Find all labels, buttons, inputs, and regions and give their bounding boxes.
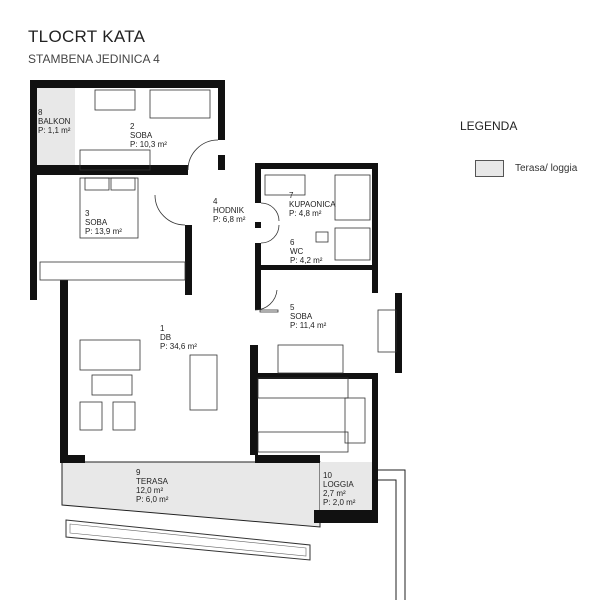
terrace-area	[61, 461, 321, 528]
legend-swatch	[475, 160, 504, 177]
outline	[375, 469, 406, 600]
balcony-area	[37, 88, 75, 166]
plan-title: TLOCRT KATA	[28, 27, 146, 46]
legend-label: Terasa/ loggia	[515, 163, 578, 174]
legend-title: LEGENDA	[460, 119, 518, 133]
legend-item-terrace: Terasa/ loggia	[475, 160, 577, 177]
walls	[30, 80, 402, 523]
loggia-area	[320, 462, 375, 517]
plan-subtitle: STAMBENA JEDINICA 4	[28, 52, 160, 66]
furniture	[39, 89, 397, 453]
planter	[65, 519, 311, 561]
